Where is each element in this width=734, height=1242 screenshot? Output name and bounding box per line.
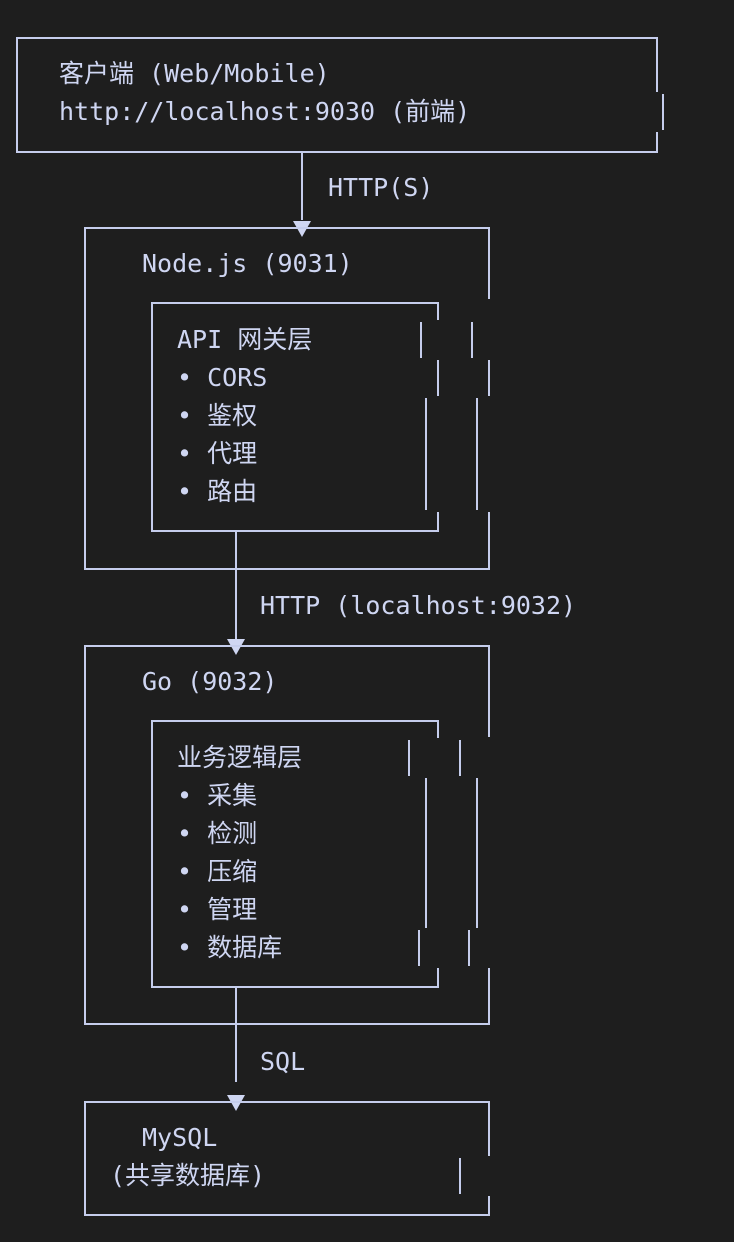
client-box-right-seg — [662, 94, 664, 130]
mysql-box-top — [84, 1101, 490, 1103]
api-box-right-seg — [437, 512, 439, 532]
go-box-right-seg — [488, 968, 490, 1025]
node-box-top — [84, 227, 490, 229]
edge-client-node-line — [301, 152, 303, 220]
biz-box-right-seg — [408, 740, 410, 776]
biz-item: • 管理 — [177, 895, 258, 924]
biz-box-right-seg — [437, 720, 439, 738]
mysql-title: MySQL — [142, 1123, 218, 1152]
node-box-right-seg — [488, 227, 490, 299]
biz-box-bottom — [151, 986, 439, 988]
client-url: http://localhost:9030 (前端) — [59, 97, 471, 126]
biz-item: • 压缩 — [177, 857, 258, 886]
node-box-left — [84, 227, 86, 570]
api-item: • 鉴权 — [177, 401, 258, 430]
arrow-down-icon — [293, 221, 311, 237]
edge-node-go-line — [235, 531, 237, 639]
api-box-right-seg — [425, 398, 427, 510]
api-box-right-seg — [437, 302, 439, 320]
mysql-subtitle: (共享数据库) — [110, 1161, 266, 1190]
arrow-down-icon — [227, 1095, 245, 1111]
mysql-box-left — [84, 1101, 86, 1216]
go-box-right-seg — [459, 740, 461, 776]
api-box-right-seg — [437, 360, 439, 396]
biz-item: • 采集 — [177, 781, 258, 810]
biz-box-right-seg — [437, 968, 439, 988]
client-title: 客户端 (Web/Mobile) — [59, 59, 330, 88]
biz-item: • 数据库 — [177, 933, 283, 962]
node-box-right-seg — [476, 398, 478, 510]
api-title: API 网关层 — [177, 325, 313, 354]
api-box-top — [151, 302, 439, 304]
client-box-bottom — [16, 151, 658, 153]
api-box-right-seg — [420, 322, 422, 358]
biz-box-top — [151, 720, 439, 722]
go-box-right-seg — [488, 645, 490, 737]
api-box-bottom — [151, 530, 439, 532]
node-title: Node.js (9031) — [142, 249, 353, 278]
client-box-right-seg — [656, 132, 658, 153]
mysql-box-bottom — [84, 1214, 490, 1216]
client-box-top — [16, 37, 658, 39]
go-title: Go (9032) — [142, 667, 278, 696]
client-box-right-seg — [656, 56, 658, 92]
biz-title: 业务逻辑层 — [177, 743, 303, 772]
go-box-bottom — [84, 1023, 490, 1025]
biz-box-right-seg — [418, 930, 420, 966]
api-item: • 代理 — [177, 439, 258, 468]
edge-node-go-label: HTTP (localhost:9032) — [260, 591, 577, 620]
node-box-right-seg — [471, 322, 473, 358]
go-box-right-seg — [468, 930, 470, 966]
api-item: • CORS — [177, 363, 268, 392]
edge-go-mysql-label: SQL — [260, 1047, 306, 1076]
client-box-right-seg — [656, 37, 658, 67]
api-item: • 路由 — [177, 477, 258, 506]
go-box-left — [84, 645, 86, 1025]
node-box-right-seg — [488, 360, 490, 396]
mysql-box-right-seg — [488, 1196, 490, 1216]
edge-go-mysql-line — [235, 987, 237, 1082]
mysql-box-right-seg — [488, 1101, 490, 1156]
edge-client-node-label: HTTP(S) — [328, 173, 434, 202]
client-box-left — [16, 37, 18, 153]
mysql-box-right-seg — [459, 1158, 461, 1194]
biz-item: • 检测 — [177, 819, 258, 848]
api-box-left — [151, 302, 153, 532]
go-box-right-seg — [476, 778, 478, 928]
go-box-top — [84, 645, 490, 647]
arrow-down-icon — [227, 639, 245, 655]
biz-box-left — [151, 720, 153, 988]
node-box-bottom — [84, 568, 490, 570]
biz-box-right-seg — [425, 778, 427, 928]
node-box-right-seg — [488, 512, 490, 570]
